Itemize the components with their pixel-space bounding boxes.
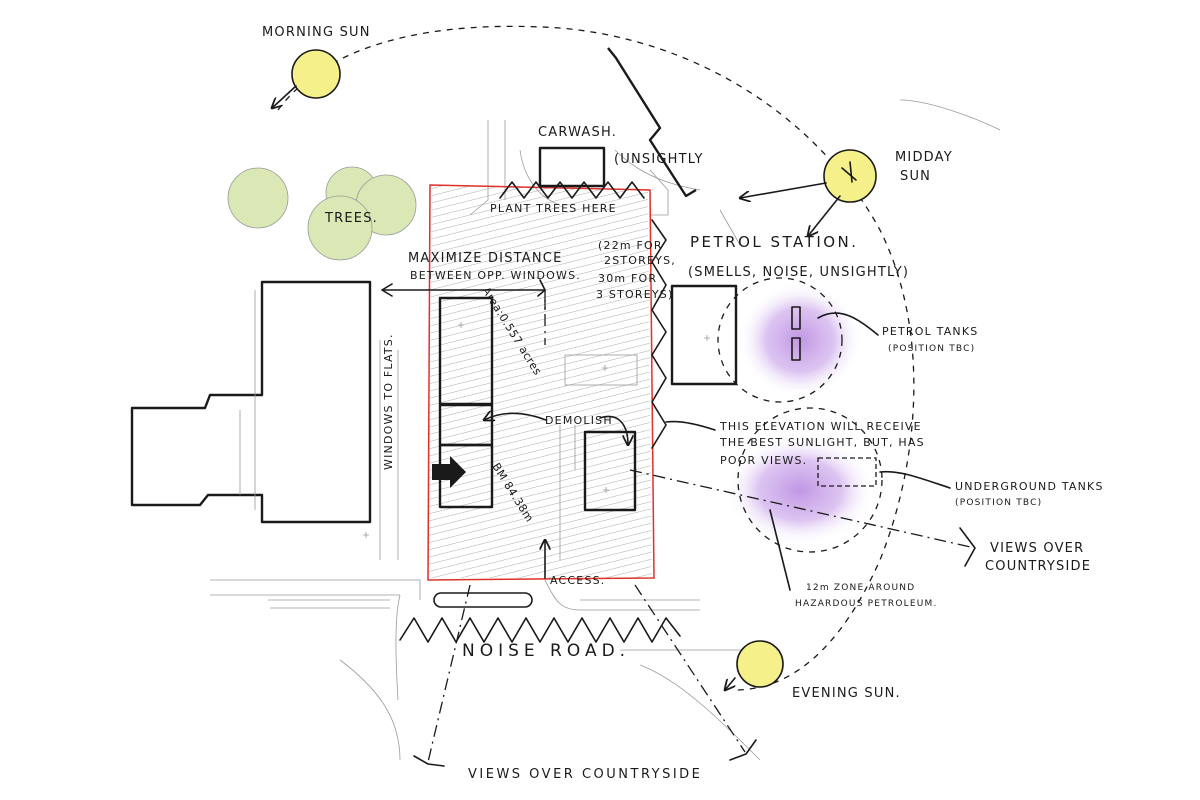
evening-sun-label: EVENING SUN. bbox=[792, 686, 901, 701]
elevation-note: THIS ELEVATION WILL RECEIVE bbox=[719, 420, 922, 433]
underground-tanks-hazard bbox=[725, 435, 875, 545]
zigzag-plant-trees bbox=[499, 181, 645, 199]
zone-note: 12m ZONE AROUND bbox=[806, 583, 915, 593]
trees-cluster bbox=[227, 166, 417, 261]
zigzag-road bbox=[399, 617, 681, 643]
trees-label: TREES. bbox=[324, 211, 378, 226]
site-boundary bbox=[427, 184, 655, 581]
petrol-tank bbox=[791, 337, 801, 361]
road-island bbox=[433, 592, 533, 608]
morning-sun-label: MORNING SUN bbox=[262, 25, 371, 40]
views-right-label: VIEWS OVER bbox=[990, 541, 1084, 556]
existing-buildings bbox=[438, 296, 638, 512]
noise-road-label: NOISE ROAD. bbox=[462, 641, 630, 661]
evening-sun-icon bbox=[736, 640, 784, 688]
views-bottom-label: VIEWS OVER COUNTRYSIDE bbox=[468, 767, 702, 782]
distance-note: 2STOREYS, bbox=[604, 254, 676, 267]
distance-note: (22m FOR bbox=[598, 239, 663, 252]
underground-tanks-label: UNDERGROUND TANKS bbox=[955, 480, 1104, 493]
petrol-station-note: (SMELLS, NOISE, UNSIGHTLY) bbox=[688, 265, 909, 280]
midday-sun-icon bbox=[823, 149, 877, 203]
plant-trees-label: PLANT TREES HERE bbox=[490, 202, 617, 215]
underground-tanks-note: (POSITION TBC) bbox=[955, 498, 1042, 508]
ne-building-outline bbox=[607, 47, 697, 198]
entrance-arrow-icon bbox=[432, 456, 466, 488]
distance-note: 3 STOREYS) bbox=[596, 288, 673, 301]
elevation-note: POOR VIEWS. bbox=[720, 454, 807, 467]
view-lines bbox=[413, 300, 976, 767]
maximize-label: BETWEEN OPP. WINDOWS. bbox=[410, 269, 581, 282]
zigzag-east bbox=[651, 219, 667, 449]
survey-marks bbox=[363, 322, 710, 538]
petrol-tanks-label: PETROL TANKS bbox=[882, 325, 978, 338]
maximize-label: MAXIMIZE DISTANCE bbox=[408, 251, 563, 266]
sun-path-arc bbox=[277, 25, 915, 691]
zone-note: HAZARDOUS PETROLEUM. bbox=[795, 599, 938, 609]
petrol-tank bbox=[791, 306, 801, 330]
morning-sun-icon bbox=[291, 49, 341, 99]
petrol-tanks-note: (POSITION TBC) bbox=[888, 344, 975, 354]
access-label: ACCESS. bbox=[550, 574, 606, 587]
midday-sun-label: MIDDAY bbox=[895, 150, 953, 165]
annotation-arrows bbox=[272, 85, 951, 690]
underground-tank bbox=[817, 457, 877, 487]
tree-circle bbox=[227, 167, 289, 229]
flats-building bbox=[130, 280, 372, 524]
petrol-station-building bbox=[670, 284, 738, 386]
windows-to-flats-label: WINDOWS TO FLATS. bbox=[382, 333, 395, 470]
distance-note: 30m FOR bbox=[598, 272, 657, 285]
site-hatch bbox=[428, 185, 652, 578]
elevation-note: THE BEST SUNLIGHT, BUT, HAS bbox=[719, 436, 925, 449]
views-right-label: COUNTRYSIDE bbox=[985, 559, 1091, 574]
tree-circle bbox=[307, 195, 373, 261]
carwash-building bbox=[538, 146, 606, 188]
carwash-label: CARWASH. bbox=[538, 125, 617, 140]
petrol-station-label: PETROL STATION. bbox=[690, 233, 859, 251]
midday-sun-label: SUN bbox=[900, 169, 931, 184]
demolish-label: DEMOLISH bbox=[545, 414, 613, 427]
carwash-note: (UNSIGHTLY bbox=[614, 152, 704, 167]
